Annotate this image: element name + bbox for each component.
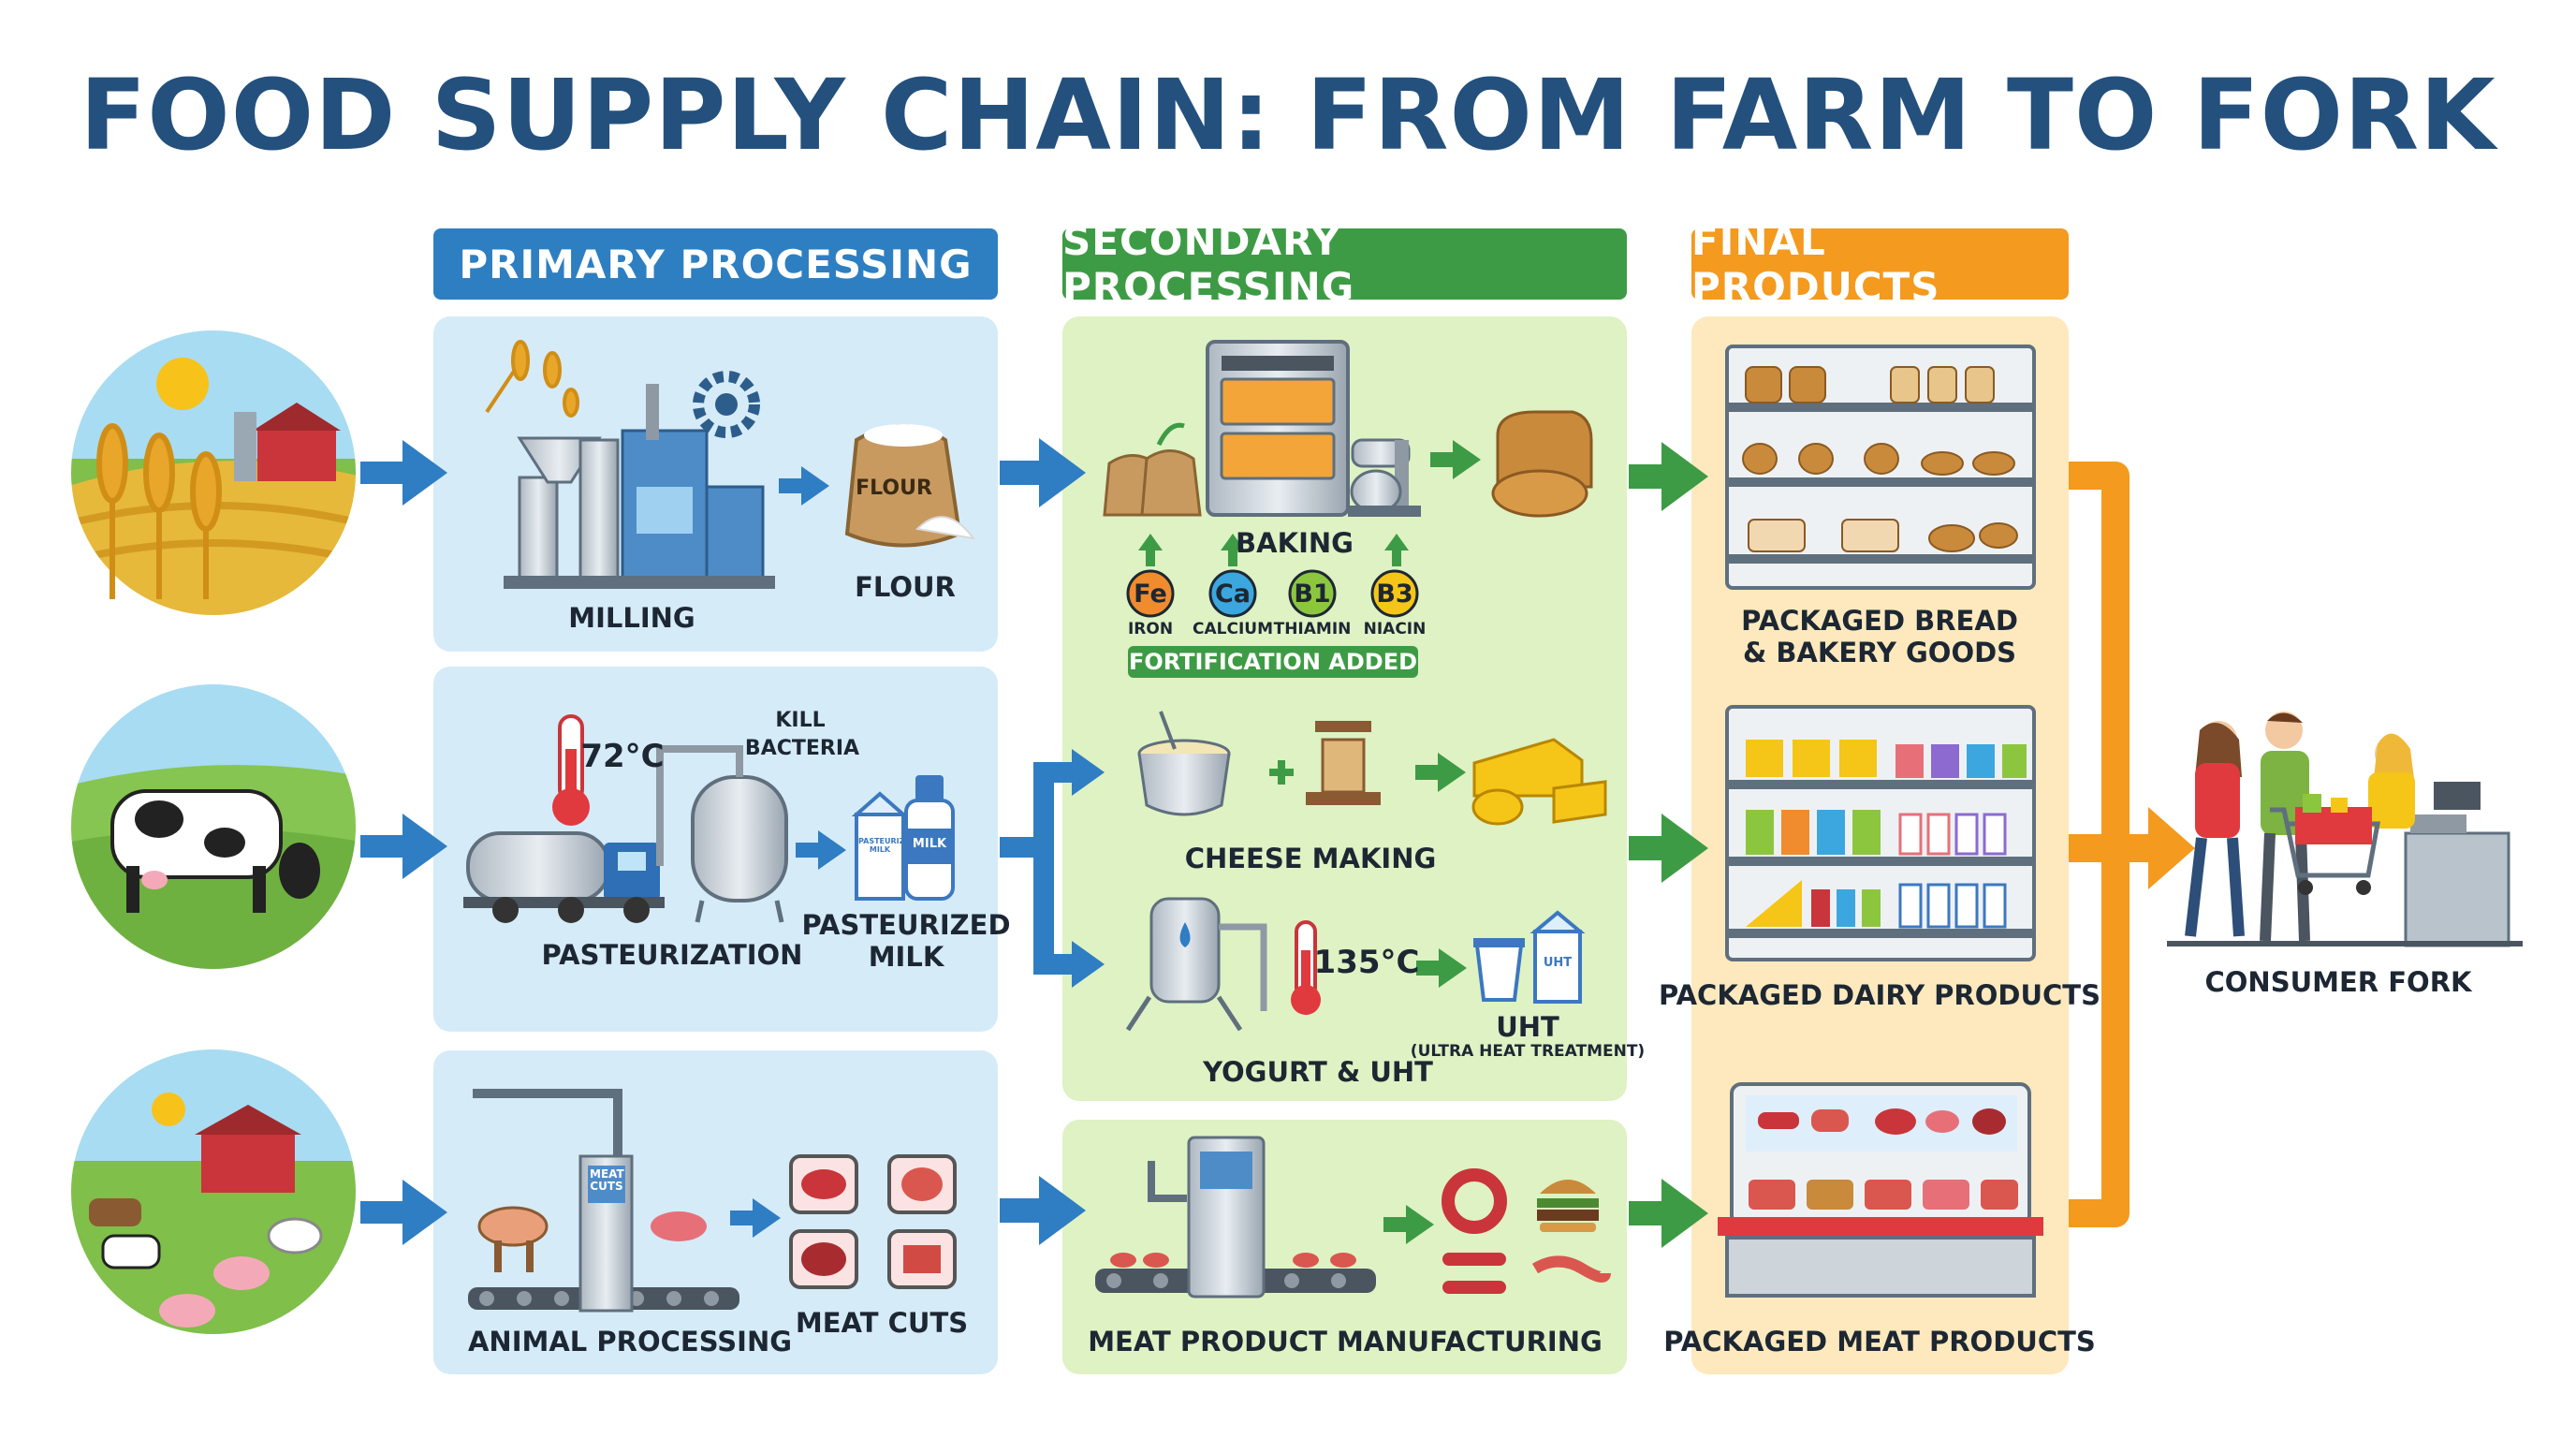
meat-counter-icon <box>1718 1082 2043 1298</box>
animal-processing-machine-icon <box>468 1089 739 1313</box>
milk-bottle-text: MILK <box>912 837 947 851</box>
secondary-to-final-arrows <box>1629 442 1708 1248</box>
cheese-making-label: CHEESE MAKING <box>1184 843 1437 874</box>
niacin-badge <box>1370 569 1419 618</box>
final-to-consumer-arrows <box>2069 462 2153 1227</box>
iron-badge <box>1126 569 1175 618</box>
fortification-label: FORTIFICATION ADDED <box>1128 649 1418 675</box>
mixer-to-bread-arrow <box>1430 440 1481 479</box>
thiamin-symbol: B1 <box>1294 580 1331 609</box>
nutrient-badges <box>1126 569 1419 618</box>
flour-sack-icon <box>844 424 976 548</box>
dairy-branch-arrows <box>1000 762 1076 975</box>
primary-to-secondary-meat-arrow <box>1000 1176 1086 1245</box>
animal-processing-label: ANIMAL PROCESSING <box>467 1326 793 1357</box>
page-title: FOOD SUPPLY CHAIN: FROM FARM TO FORK <box>80 58 2496 172</box>
dairy-branch-arrowheads <box>1072 749 1105 988</box>
niacin-symbol: B3 <box>1376 580 1413 609</box>
milling-machine-icon <box>485 340 775 589</box>
bakery-shelf-icon <box>1725 345 2036 590</box>
yogurt-uht-label: YOGURT & UHT <box>1203 1056 1433 1088</box>
bread-label-1: PACKAGED BREAD <box>1741 605 2018 637</box>
milk-packages-icon <box>851 775 955 901</box>
uht-thermometer-icon <box>1291 920 1321 1015</box>
cheese-vat-icon <box>1137 711 1231 816</box>
calcium-name: CALCIUM <box>1193 620 1273 638</box>
calcium-symbol: Ca <box>1214 580 1251 609</box>
milling-to-flour-arrow <box>779 466 829 506</box>
primary-processing-header: PRIMARY PROCESSING <box>433 228 998 300</box>
oven-icon <box>1206 340 1350 517</box>
pasteurization-label: PASTEURIZATION <box>541 939 803 971</box>
dairy-shelf-icon <box>1725 705 2036 961</box>
cheese-icon <box>1471 738 1607 826</box>
meat-products-icon <box>1442 1168 1611 1294</box>
iron-name: IRON <box>1127 620 1174 638</box>
milk-carton-text: PASTEURIZED MILK <box>858 837 916 854</box>
bread-label-2: & BAKERY GOODS <box>1742 637 2017 668</box>
meat-manufacturing-label: MEAT PRODUCT MANUFACTURING <box>1088 1326 1603 1357</box>
milk-tanker-truck-icon <box>463 831 665 923</box>
processing-to-cuts-arrow <box>730 1198 781 1238</box>
kill-bacteria-label-2: BACTERIA <box>744 737 860 760</box>
cheese-press-icon <box>1306 721 1381 805</box>
pasteurization-to-milk-arrow <box>796 830 846 870</box>
cow-icon <box>110 789 320 913</box>
thiamin-badge <box>1288 569 1337 618</box>
uht-arrow <box>1416 948 1467 988</box>
dairy-label: PACKAGED DAIRY PRODUCTS <box>1659 979 2100 1011</box>
meat-cuts-icon <box>789 1154 957 1289</box>
flour-bags-icon <box>1103 422 1202 517</box>
consumer-arrowhead <box>2148 807 2195 889</box>
iron-symbol: Fe <box>1134 580 1167 609</box>
yogurt-and-uht-milk-icon <box>1473 910 1586 1004</box>
machine-to-products-arrow <box>1383 1205 1434 1244</box>
consumer-label: CONSUMER FORK <box>2204 966 2472 998</box>
uht-full-label: (ULTRA HEAT TREATMENT) <box>1410 1042 1646 1061</box>
meat-cuts-label: MEAT CUTS <box>795 1307 969 1339</box>
niacin-name: NIACIN <box>1363 620 1427 638</box>
consumer-illustration <box>2167 712 2523 947</box>
fortification-banner <box>1128 646 1418 678</box>
uht-box-text: UHT <box>1543 956 1573 970</box>
calcium-badge <box>1208 569 1257 618</box>
kill-bacteria-label-1: KILL <box>775 709 826 732</box>
pasteurization-temp-label: 72°C <box>580 738 665 775</box>
primary-to-secondary-grain-arrow <box>1000 438 1086 507</box>
wheat-icon <box>96 423 222 599</box>
pasteurized-milk-label-2: MILK <box>868 941 944 973</box>
flour-label: FLOUR <box>855 571 956 603</box>
fortification-up-arrows <box>1138 534 1409 566</box>
thermometer-icon <box>552 714 590 826</box>
meat-label: PACKAGED MEAT PRODUCTS <box>1663 1326 2096 1357</box>
plus-icon <box>1269 760 1294 785</box>
thiamin-name: THIAMIN <box>1273 620 1352 638</box>
final-products-header: FINAL PRODUCTS <box>1691 218 2069 310</box>
uht-tank-icon <box>1125 897 1267 1032</box>
uht-label: UHT <box>1496 1011 1559 1043</box>
pasteurized-milk-label-1: PASTEURIZED <box>801 909 1011 941</box>
meat-machine-screen-text: MEAT CUTS <box>590 1167 624 1194</box>
baking-label: BAKING <box>1236 527 1354 559</box>
bread-icon <box>1491 410 1593 518</box>
mixer-icon <box>1348 438 1421 517</box>
meat-manufacturing-machine-icon <box>1095 1136 1376 1299</box>
secondary-processing-header: SECONDARY PROCESSING <box>1062 218 1627 310</box>
pasteurizer-tank-icon <box>656 745 788 923</box>
press-to-cheese-arrow <box>1415 753 1466 792</box>
flour-sack-text: FLOUR <box>856 477 932 500</box>
milling-label: MILLING <box>568 602 695 634</box>
uht-temp-label: 135°C <box>1313 944 1420 981</box>
farm-to-primary-arrows <box>360 440 447 1245</box>
